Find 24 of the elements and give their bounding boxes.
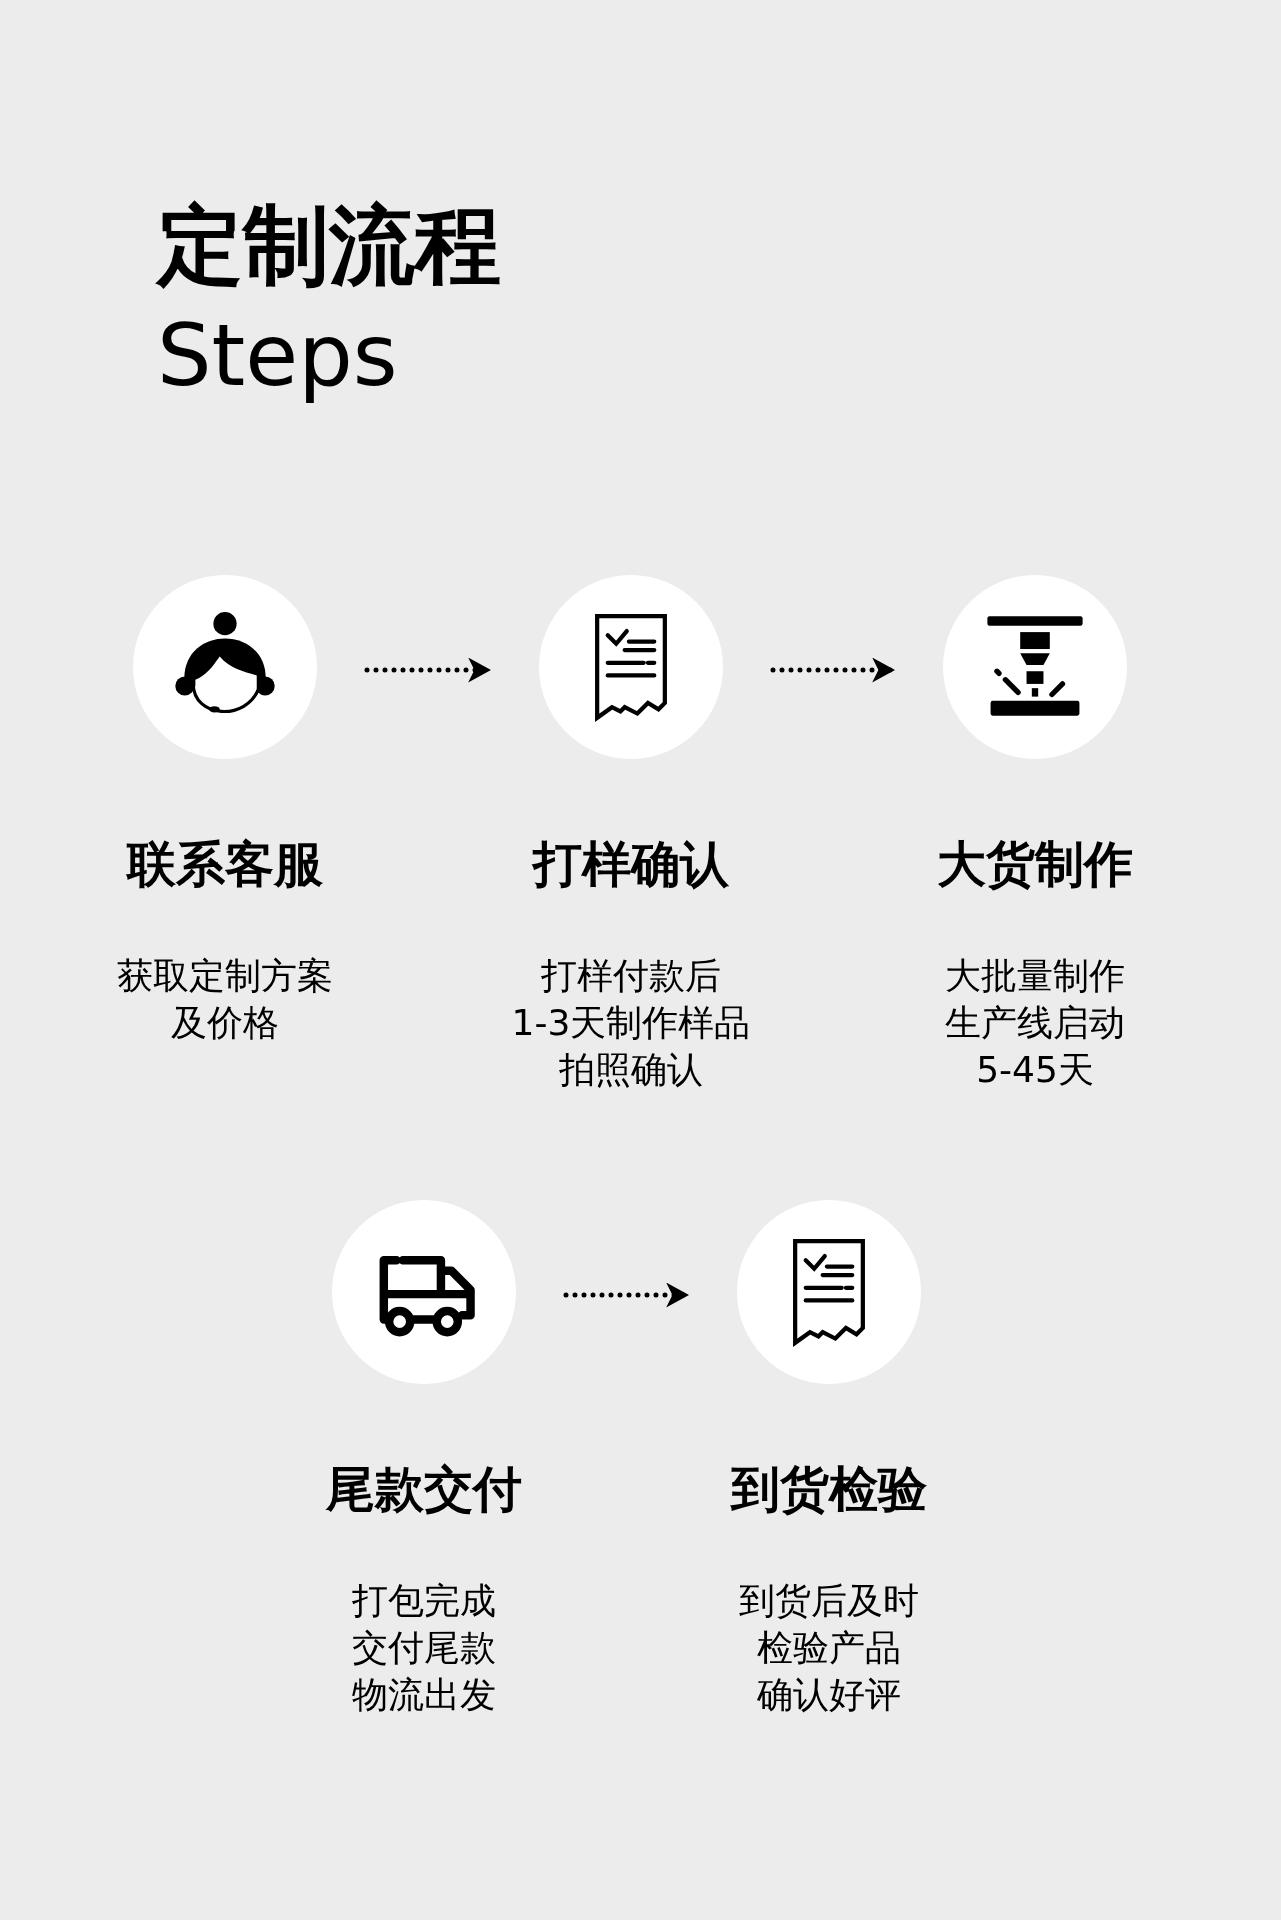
step-description: 物流出发: [351, 1673, 497, 1717]
title: 定制流程: [157, 195, 501, 295]
subtitle: Steps: [157, 305, 398, 405]
step-description: 获取定制方案: [116, 954, 334, 998]
step-description: 拍照确认: [558, 1048, 704, 1092]
step-description: 检验产品: [756, 1626, 902, 1670]
dotted-arrow: [563, 1282, 690, 1308]
step-description: 生产线启动: [944, 1001, 1126, 1045]
step-description: 打样付款后: [540, 954, 722, 998]
step-heading: 到货检验: [729, 1460, 928, 1520]
step-description: 交付尾款: [351, 1626, 497, 1670]
step-description: 打包完成: [351, 1579, 497, 1623]
step-heading: 尾款交付: [324, 1460, 523, 1520]
step-heading: 打样确认: [530, 835, 730, 895]
step-description: 1-3天制作样品: [510, 1001, 752, 1045]
step-description: 大批量制作: [944, 954, 1126, 998]
step-heading: 大货制作: [936, 835, 1134, 895]
step-heading: 联系客服: [125, 835, 324, 895]
step-description: 到货后及时: [738, 1579, 920, 1623]
dotted-arrow: [770, 657, 896, 683]
step-description: 及价格: [170, 1001, 280, 1045]
dotted-arrow: [364, 657, 492, 683]
step-description: 确认好评: [756, 1673, 902, 1717]
step-description: 5-45天: [975, 1048, 1095, 1092]
